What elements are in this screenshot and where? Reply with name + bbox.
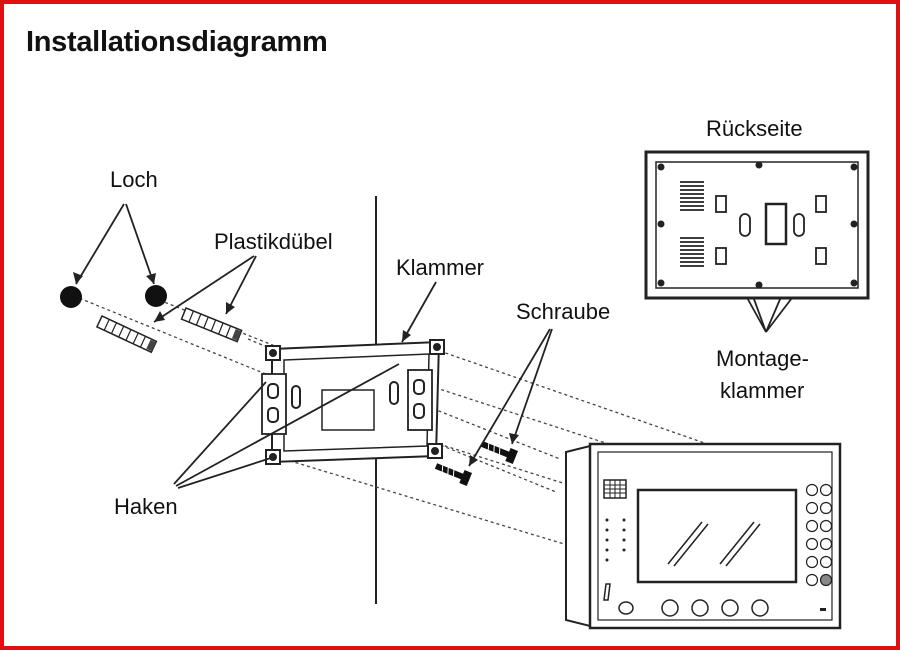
arrow-heads xyxy=(73,272,519,466)
label-rueckseite: Rückseite xyxy=(706,116,803,141)
label-klammer: Klammer xyxy=(396,255,485,280)
barcode-top xyxy=(680,181,704,211)
label-montage-line2: klammer xyxy=(720,378,805,403)
plastic-dowel-1 xyxy=(95,315,158,354)
mounting-bracket xyxy=(261,339,445,465)
installation-illustration xyxy=(60,150,870,630)
plastic-dowel-2 xyxy=(180,307,243,343)
monitor-front xyxy=(565,442,842,630)
monitor-front-buttons xyxy=(661,599,769,617)
hole-right xyxy=(145,285,167,307)
screw-2 xyxy=(434,463,473,486)
label-haken: Haken xyxy=(114,494,178,519)
label-plastikduebel: Plastikdübel xyxy=(214,229,333,254)
label-loch: Loch xyxy=(110,167,158,192)
barcode-bottom xyxy=(680,237,704,267)
label-schraube: Schraube xyxy=(516,299,611,324)
screw-1 xyxy=(480,441,519,464)
back-view-panel xyxy=(644,150,870,300)
label-montage-line1: Montage- xyxy=(716,346,809,371)
hole-left xyxy=(60,286,82,308)
diagram-title: Installationsdiagramm xyxy=(26,26,328,58)
monitor-keypad xyxy=(805,483,833,587)
